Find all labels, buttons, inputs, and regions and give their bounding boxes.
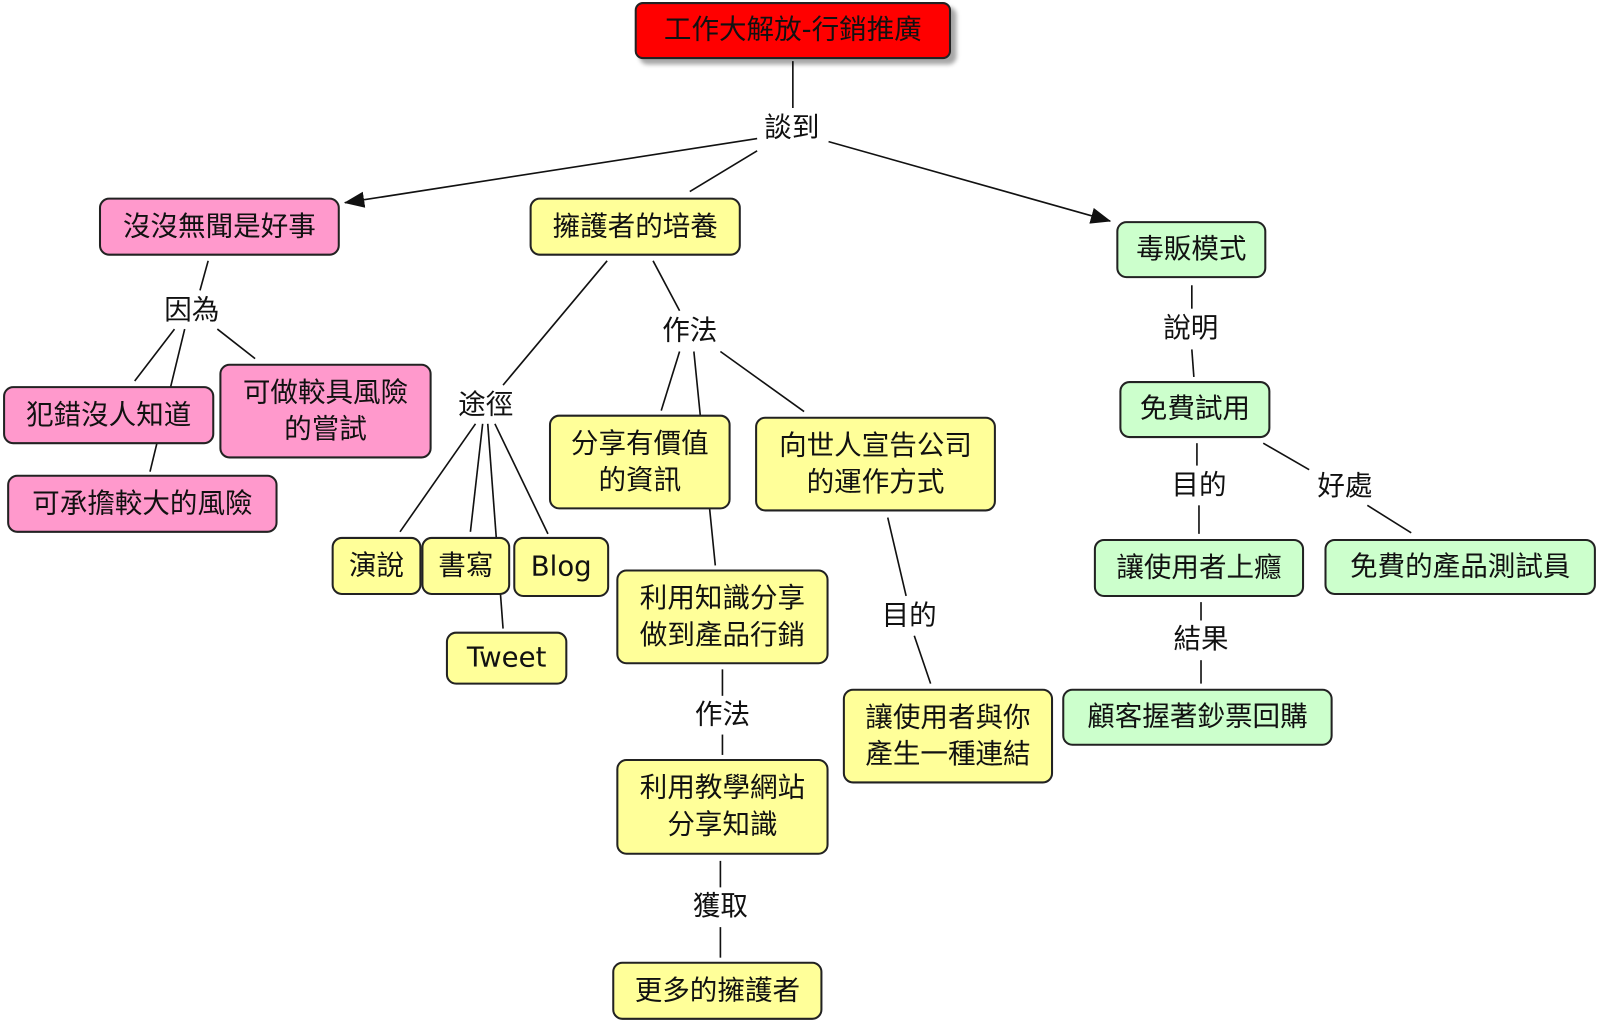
node-dealer-model: 毒販模式	[1116, 221, 1267, 279]
node-text: 更多的擁護者	[634, 974, 800, 1007]
node-text: 沒沒無聞是好事	[122, 210, 316, 242]
connector-line	[913, 635, 932, 684]
node-text: 擁護者的培養	[552, 210, 718, 242]
connector-line	[502, 260, 608, 386]
node-text-line: 分享有價值	[570, 427, 709, 459]
node-text-line: 利用教學網站	[639, 772, 806, 804]
node-text: Blog	[530, 550, 592, 583]
node-text-line: 做到產品行銷	[639, 618, 806, 651]
connector-line	[216, 328, 256, 360]
link-label-result: 結果	[1173, 623, 1229, 656]
link-label-method: 作法	[694, 698, 750, 731]
node-root-topic: 工作大解放-行銷推廣	[634, 2, 952, 60]
node-text-line: 分享知識	[667, 808, 778, 841]
node-text-line: 利用知識分享	[639, 582, 806, 614]
node-text-line: 可做較具風險	[242, 376, 409, 409]
node-speech: 演說	[331, 536, 422, 595]
link-label-benefit: 好處	[1317, 470, 1373, 503]
node-text-line: 的資訊	[598, 464, 682, 496]
connector-line	[1262, 442, 1310, 471]
connector-line	[689, 150, 758, 193]
link-label-purpose: 目的	[1171, 469, 1227, 502]
connector-line	[1366, 504, 1412, 534]
node-user-connection: 讓使用者與你 產生一種連結	[842, 688, 1054, 784]
node-text: 顧客握著鈔票回購	[1087, 700, 1308, 733]
connector-line	[886, 517, 907, 597]
node-writing: 書寫	[421, 536, 511, 595]
node-share-valuable-info: 分享有價值 的資訊	[548, 414, 731, 510]
connector-arrow	[343, 137, 758, 208]
node-tweet: Tweet	[445, 631, 568, 685]
node-text: 免費的產品測試員	[1349, 550, 1571, 583]
connector-line	[719, 350, 805, 413]
link-label-talk-about: 談到	[764, 112, 820, 144]
node-free-trial: 免費試用	[1119, 381, 1271, 439]
node-free-testers: 免費的產品測試員	[1324, 538, 1596, 595]
connector-line	[652, 260, 681, 312]
node-user-addicted: 讓使用者上癮	[1093, 538, 1305, 598]
node-repurchase: 顧客握著鈔票回購	[1062, 688, 1333, 746]
node-text-line: 的嘗試	[284, 413, 367, 445]
connector-line	[1191, 349, 1195, 378]
node-text: Tweet	[466, 641, 547, 674]
connector-line	[469, 423, 484, 532]
link-label-explain: 說明	[1163, 312, 1219, 345]
node-text: 工作大解放-行銷推廣	[663, 14, 922, 46]
node-announce-operations: 向世人宣告公司 的運作方式	[755, 416, 996, 512]
link-label-gain: 獲取	[692, 890, 748, 923]
node-teaching-sites: 利用教學網站 分享知識	[616, 759, 829, 855]
node-text: 毒販模式	[1136, 233, 1247, 265]
node-knowledge-marketing: 利用知識分享 做到產品行銷	[616, 569, 829, 665]
node-text: 免費試用	[1139, 393, 1250, 425]
node-bigger-risk: 可承擔較大的風險	[7, 474, 278, 533]
node-risky-attempts: 可做較具風險 的嘗試	[219, 363, 432, 459]
link-label-method: 作法	[662, 314, 718, 347]
node-blog: Blog	[513, 536, 610, 598]
node-text-line: 向世人宣告公司	[779, 429, 972, 462]
connector-line	[134, 328, 176, 382]
node-text: 讓使用者上癮	[1116, 551, 1282, 584]
node-obscurity: 沒沒無聞是好事	[98, 197, 340, 256]
node-text: 演說	[348, 549, 405, 582]
node-no-one-knows: 犯錯沒人知道	[3, 386, 215, 445]
connector-line	[199, 260, 209, 291]
link-label-purpose: 目的	[881, 600, 937, 632]
node-text-line: 讓使用者與你	[865, 701, 1031, 734]
connector-line	[494, 423, 549, 535]
link-label-because: 因為	[164, 294, 220, 327]
connector-arrow	[828, 140, 1112, 224]
node-advocates: 擁護者的培養	[529, 197, 741, 256]
connector-line	[486, 423, 504, 629]
connector-line	[660, 351, 681, 411]
node-text: 書寫	[438, 549, 494, 582]
node-text-line: 產生一種連結	[865, 738, 1031, 770]
link-label-channels: 途徑	[458, 389, 514, 421]
node-more-advocates: 更多的擁護者	[612, 961, 823, 1020]
node-text: 犯錯沒人知道	[26, 398, 192, 431]
node-text-line: 的運作方式	[806, 466, 945, 498]
connector-line	[399, 423, 477, 533]
node-text: 可承擔較大的風險	[32, 487, 253, 520]
